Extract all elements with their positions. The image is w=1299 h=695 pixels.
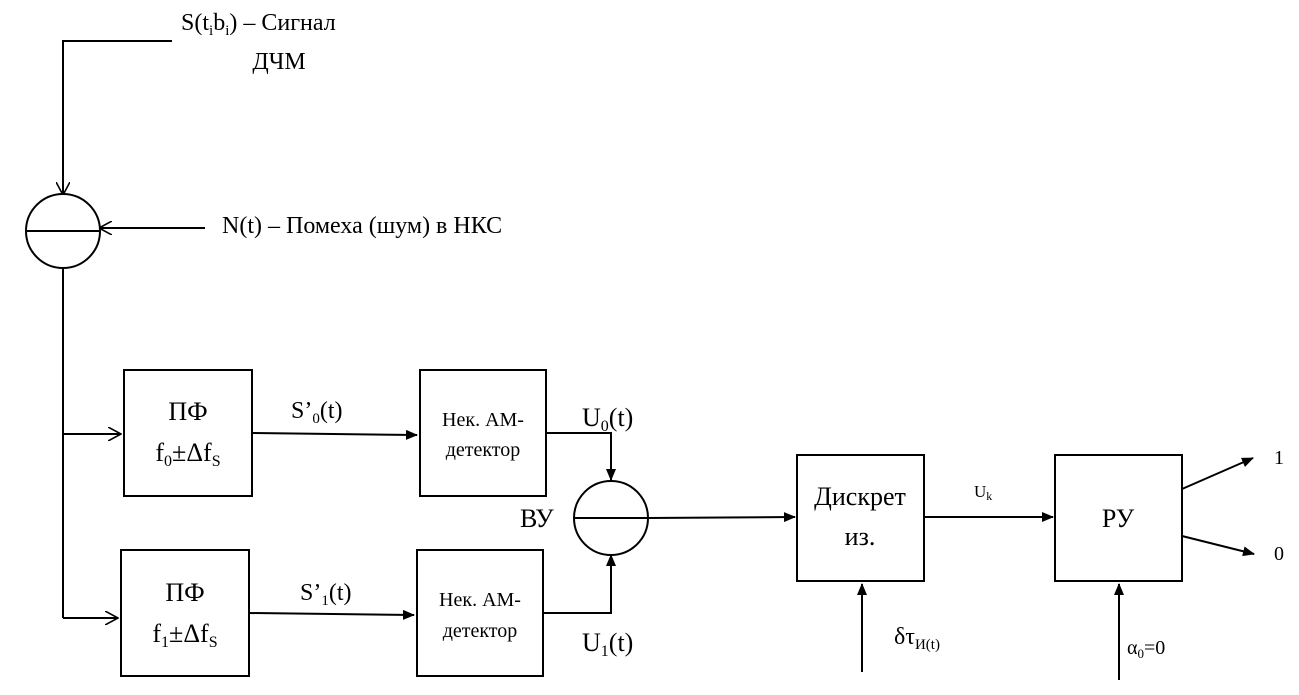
signal-label: S(tibi) – Сигнал — [181, 10, 336, 39]
delta-label: δτИ(t) — [894, 624, 940, 653]
discrete-box — [796, 454, 925, 582]
subtractor-label: ВУ — [520, 504, 554, 533]
discrete-line2: из. — [845, 522, 876, 551]
detector-0-line1: Нек. АМ- — [442, 409, 524, 431]
detector-1-to-subtractor-line — [543, 554, 616, 614]
detector-0-box — [419, 369, 547, 497]
subtractor-to-discrete-arrow — [647, 512, 796, 523]
detector-1-line1: Нек. АМ- — [439, 589, 521, 611]
subtractor — [573, 480, 649, 556]
uk-label: Uk — [974, 482, 992, 503]
adder — [25, 193, 101, 269]
sig-1-label: S’1(t) — [300, 580, 352, 609]
output-0-arrow — [1181, 535, 1255, 557]
signal-label-line2: ДЧМ — [252, 49, 305, 75]
filter-1-box — [120, 549, 250, 677]
filter-1-to-detector-arrow — [248, 609, 415, 620]
filter-0-title: ПФ — [168, 397, 207, 426]
discrete-line1: Дискрет — [814, 482, 906, 511]
noise-label: N(t) – Помеха (шум) в НКС — [222, 213, 502, 239]
detector-0-to-subtractor-line — [546, 432, 616, 481]
signal-line — [63, 40, 172, 195]
detector-1-line2: детектор — [443, 620, 518, 642]
detector-1-box — [416, 549, 544, 677]
detector-0-line2: детектор — [446, 439, 521, 461]
output-1-arrow — [1181, 457, 1254, 490]
output-1-label: 1 — [1274, 447, 1284, 469]
alpha-label: α0=0 — [1127, 637, 1165, 661]
decision-box — [1054, 454, 1183, 582]
filter-1-freq: f1±ΔfS — [152, 619, 217, 651]
u1-label: U1(t) — [582, 628, 633, 660]
filter-0-to-detector-arrow — [251, 429, 418, 440]
u0-label: U0(t) — [582, 403, 633, 435]
filter-1-title: ПФ — [165, 578, 204, 607]
filter-0-freq: f0±ΔfS — [155, 438, 220, 470]
output-0-label: 0 — [1274, 543, 1284, 565]
sig-0-label: S’0(t) — [291, 398, 343, 427]
filter-0-box — [123, 369, 253, 497]
decision-label: РУ — [1102, 504, 1135, 533]
